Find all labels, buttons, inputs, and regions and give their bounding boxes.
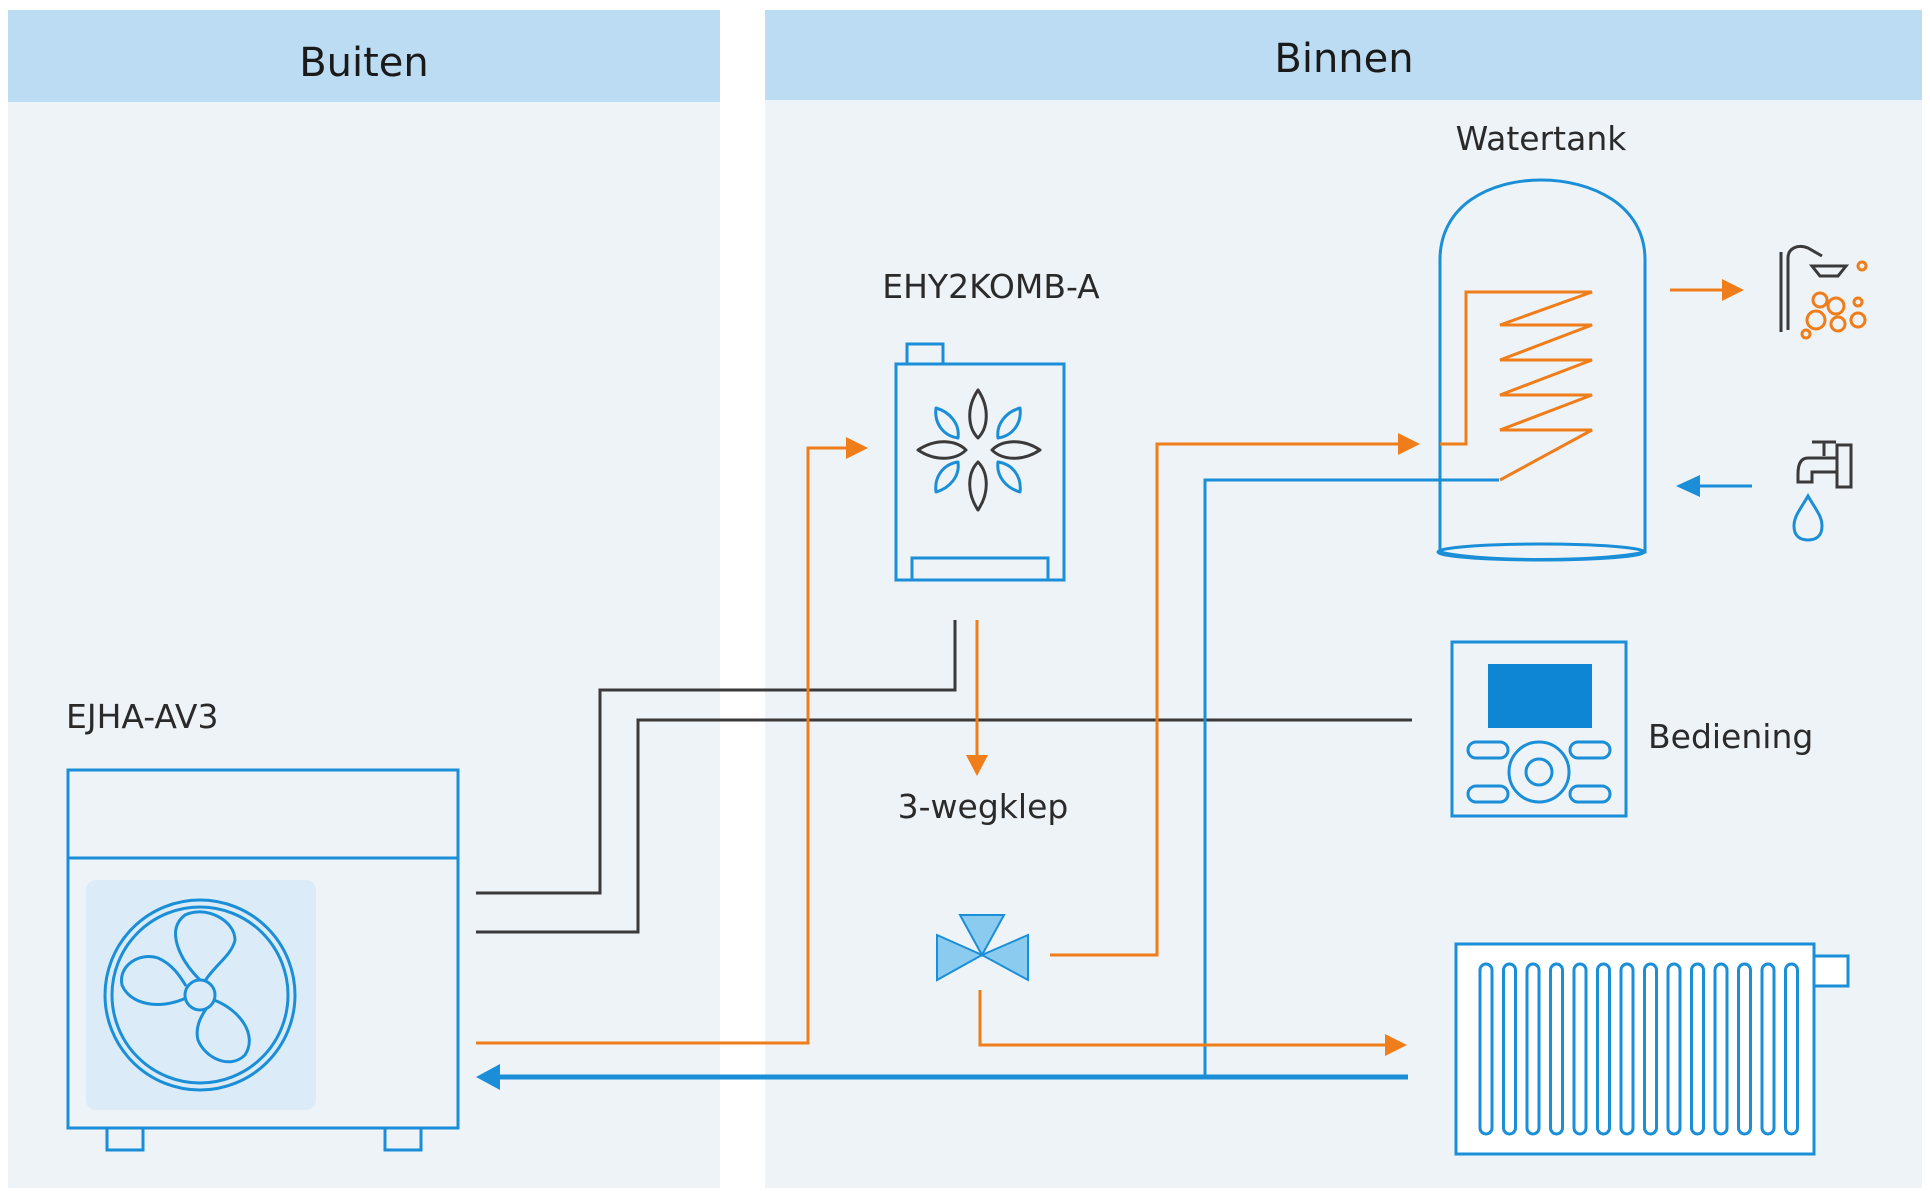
wire-controller-to-unit <box>476 718 1412 934</box>
radiator-fin <box>1760 962 1776 1136</box>
boiler-label: EHY2KOMB-A <box>882 267 1100 306</box>
flow-radiator-arrowhead <box>1385 1034 1407 1056</box>
flow-valve-to-radiator <box>978 990 1385 1047</box>
radiator-fin <box>1619 962 1635 1136</box>
radiator-fin <box>1525 962 1541 1136</box>
radiator-fin <box>1572 962 1588 1136</box>
shower-outlet-arrowhead <box>1722 279 1744 301</box>
flow-valve-arrowhead <box>966 755 988 776</box>
boiler: EHY2KOMB-A <box>882 267 1100 582</box>
radiator-fin <box>1737 962 1752 1136</box>
flow-boiler-arrowhead <box>846 437 868 459</box>
return-arrowhead <box>476 1064 500 1090</box>
radiator <box>1454 942 1850 1156</box>
blue-lines <box>476 475 1752 1090</box>
tap-inlet-arrowhead <box>1676 475 1700 497</box>
radiator-fin <box>1478 962 1494 1136</box>
orange-lines <box>476 279 1744 1056</box>
tank-cold-pipe <box>1203 478 1499 1077</box>
tank-heating-coil <box>1440 290 1593 482</box>
remote-controller-icon <box>1450 640 1628 818</box>
control-wires <box>476 620 1412 934</box>
outdoor-unit: EJHA-AV3 <box>66 697 460 1152</box>
outdoor-unit-label: EJHA-AV3 <box>66 697 218 736</box>
shower-icon <box>1779 244 1868 340</box>
three-way-valve-label: 3-wegklep <box>898 787 1069 826</box>
radiator-fin <box>1690 962 1705 1136</box>
panel-inside-title: Binnen <box>1274 36 1413 82</box>
water-tap-icon <box>1792 440 1853 542</box>
radiator-fin <box>1549 962 1564 1136</box>
radiator-fin <box>1666 962 1682 1136</box>
wire-boiler-to-unit <box>476 620 957 895</box>
remote-controller: Bediening <box>1450 640 1813 818</box>
water-tank: Watertank <box>1436 119 1647 562</box>
three-way-valve: 3-wegklep <box>898 787 1069 982</box>
heat-pump-fan-icon <box>103 898 297 1092</box>
radiator-fin <box>1643 962 1658 1136</box>
panel-outside-title: Buiten <box>299 40 429 86</box>
flow-valve-to-tank <box>1050 442 1398 957</box>
radiator-fin <box>1784 962 1799 1136</box>
three-way-valve-icon <box>936 914 1029 982</box>
water-tank-label: Watertank <box>1456 119 1628 158</box>
radiator-fin <box>1502 962 1517 1136</box>
flow-unit-to-boiler <box>476 446 846 1045</box>
radiator-fin <box>1713 962 1729 1136</box>
gas-boiler-flame-icon <box>916 388 1042 512</box>
controller-label: Bediening <box>1648 717 1813 756</box>
radiator-icon <box>1454 942 1850 1156</box>
radiator-fin <box>1596 962 1611 1136</box>
flow-tank-arrowhead <box>1398 433 1420 455</box>
